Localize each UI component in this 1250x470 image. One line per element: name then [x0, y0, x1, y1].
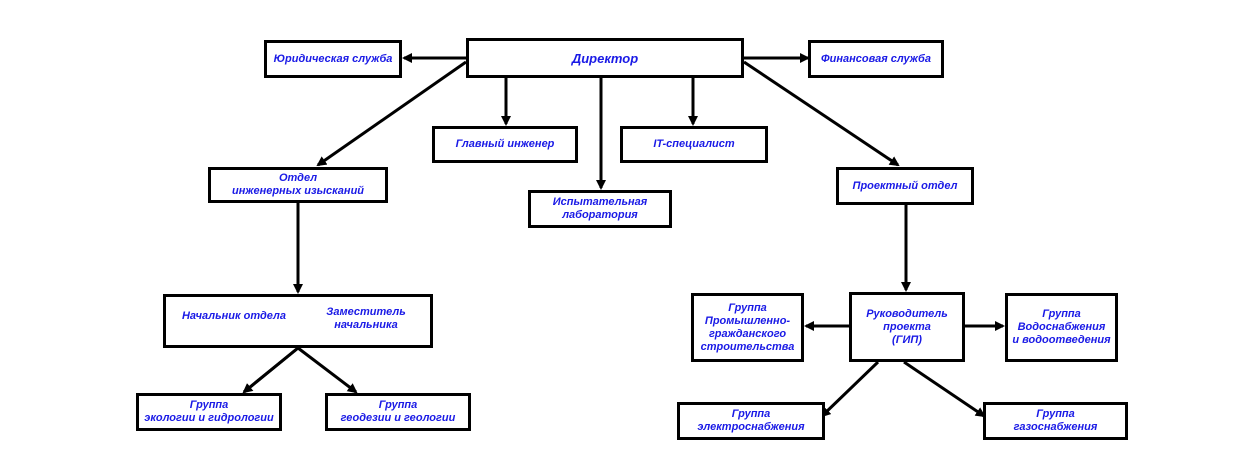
node-survey-dept: Отдел инженерных изысканий — [208, 167, 388, 203]
node-deputy-head: Заместитель начальника — [326, 306, 406, 331]
node-head-deputy: Начальник отдела Заместитель начальника — [163, 294, 433, 348]
arrow-lead-gas — [903, 360, 986, 418]
node-director: Директор — [466, 38, 744, 78]
node-water-group: Группа Водоснабжения и водоотведения — [1005, 293, 1118, 362]
arrow-director-design — [743, 60, 900, 167]
node-project-lead: Руководитель проекта (ГИП) — [849, 292, 965, 362]
node-chief-engineer: Главный инженер — [432, 126, 578, 163]
node-design-dept: Проектный отдел — [836, 167, 974, 205]
node-gas-group: Группа газоснабжения — [983, 402, 1128, 440]
node-it: IT-специалист — [620, 126, 768, 163]
node-finance: Финансовая служба — [808, 40, 944, 78]
node-power-group: Группа электроснабжения — [677, 402, 825, 440]
node-industrial-group: Группа Промышленно- гражданского строите… — [691, 293, 804, 362]
arrow-lead-power — [820, 360, 880, 418]
node-lab: Испытательная лаборатория — [528, 190, 672, 228]
arrow-director-survey — [316, 60, 467, 167]
arrow-head-ecology — [242, 346, 299, 394]
node-ecology-group: Группа экологии и гидрологии — [136, 393, 282, 431]
node-legal: Юридическая служба — [264, 40, 402, 78]
arrow-head-geodesy — [297, 346, 358, 394]
node-dept-head: Начальник отдела — [181, 309, 287, 322]
node-geodesy-group: Группа геодезии и геологии — [325, 393, 471, 431]
